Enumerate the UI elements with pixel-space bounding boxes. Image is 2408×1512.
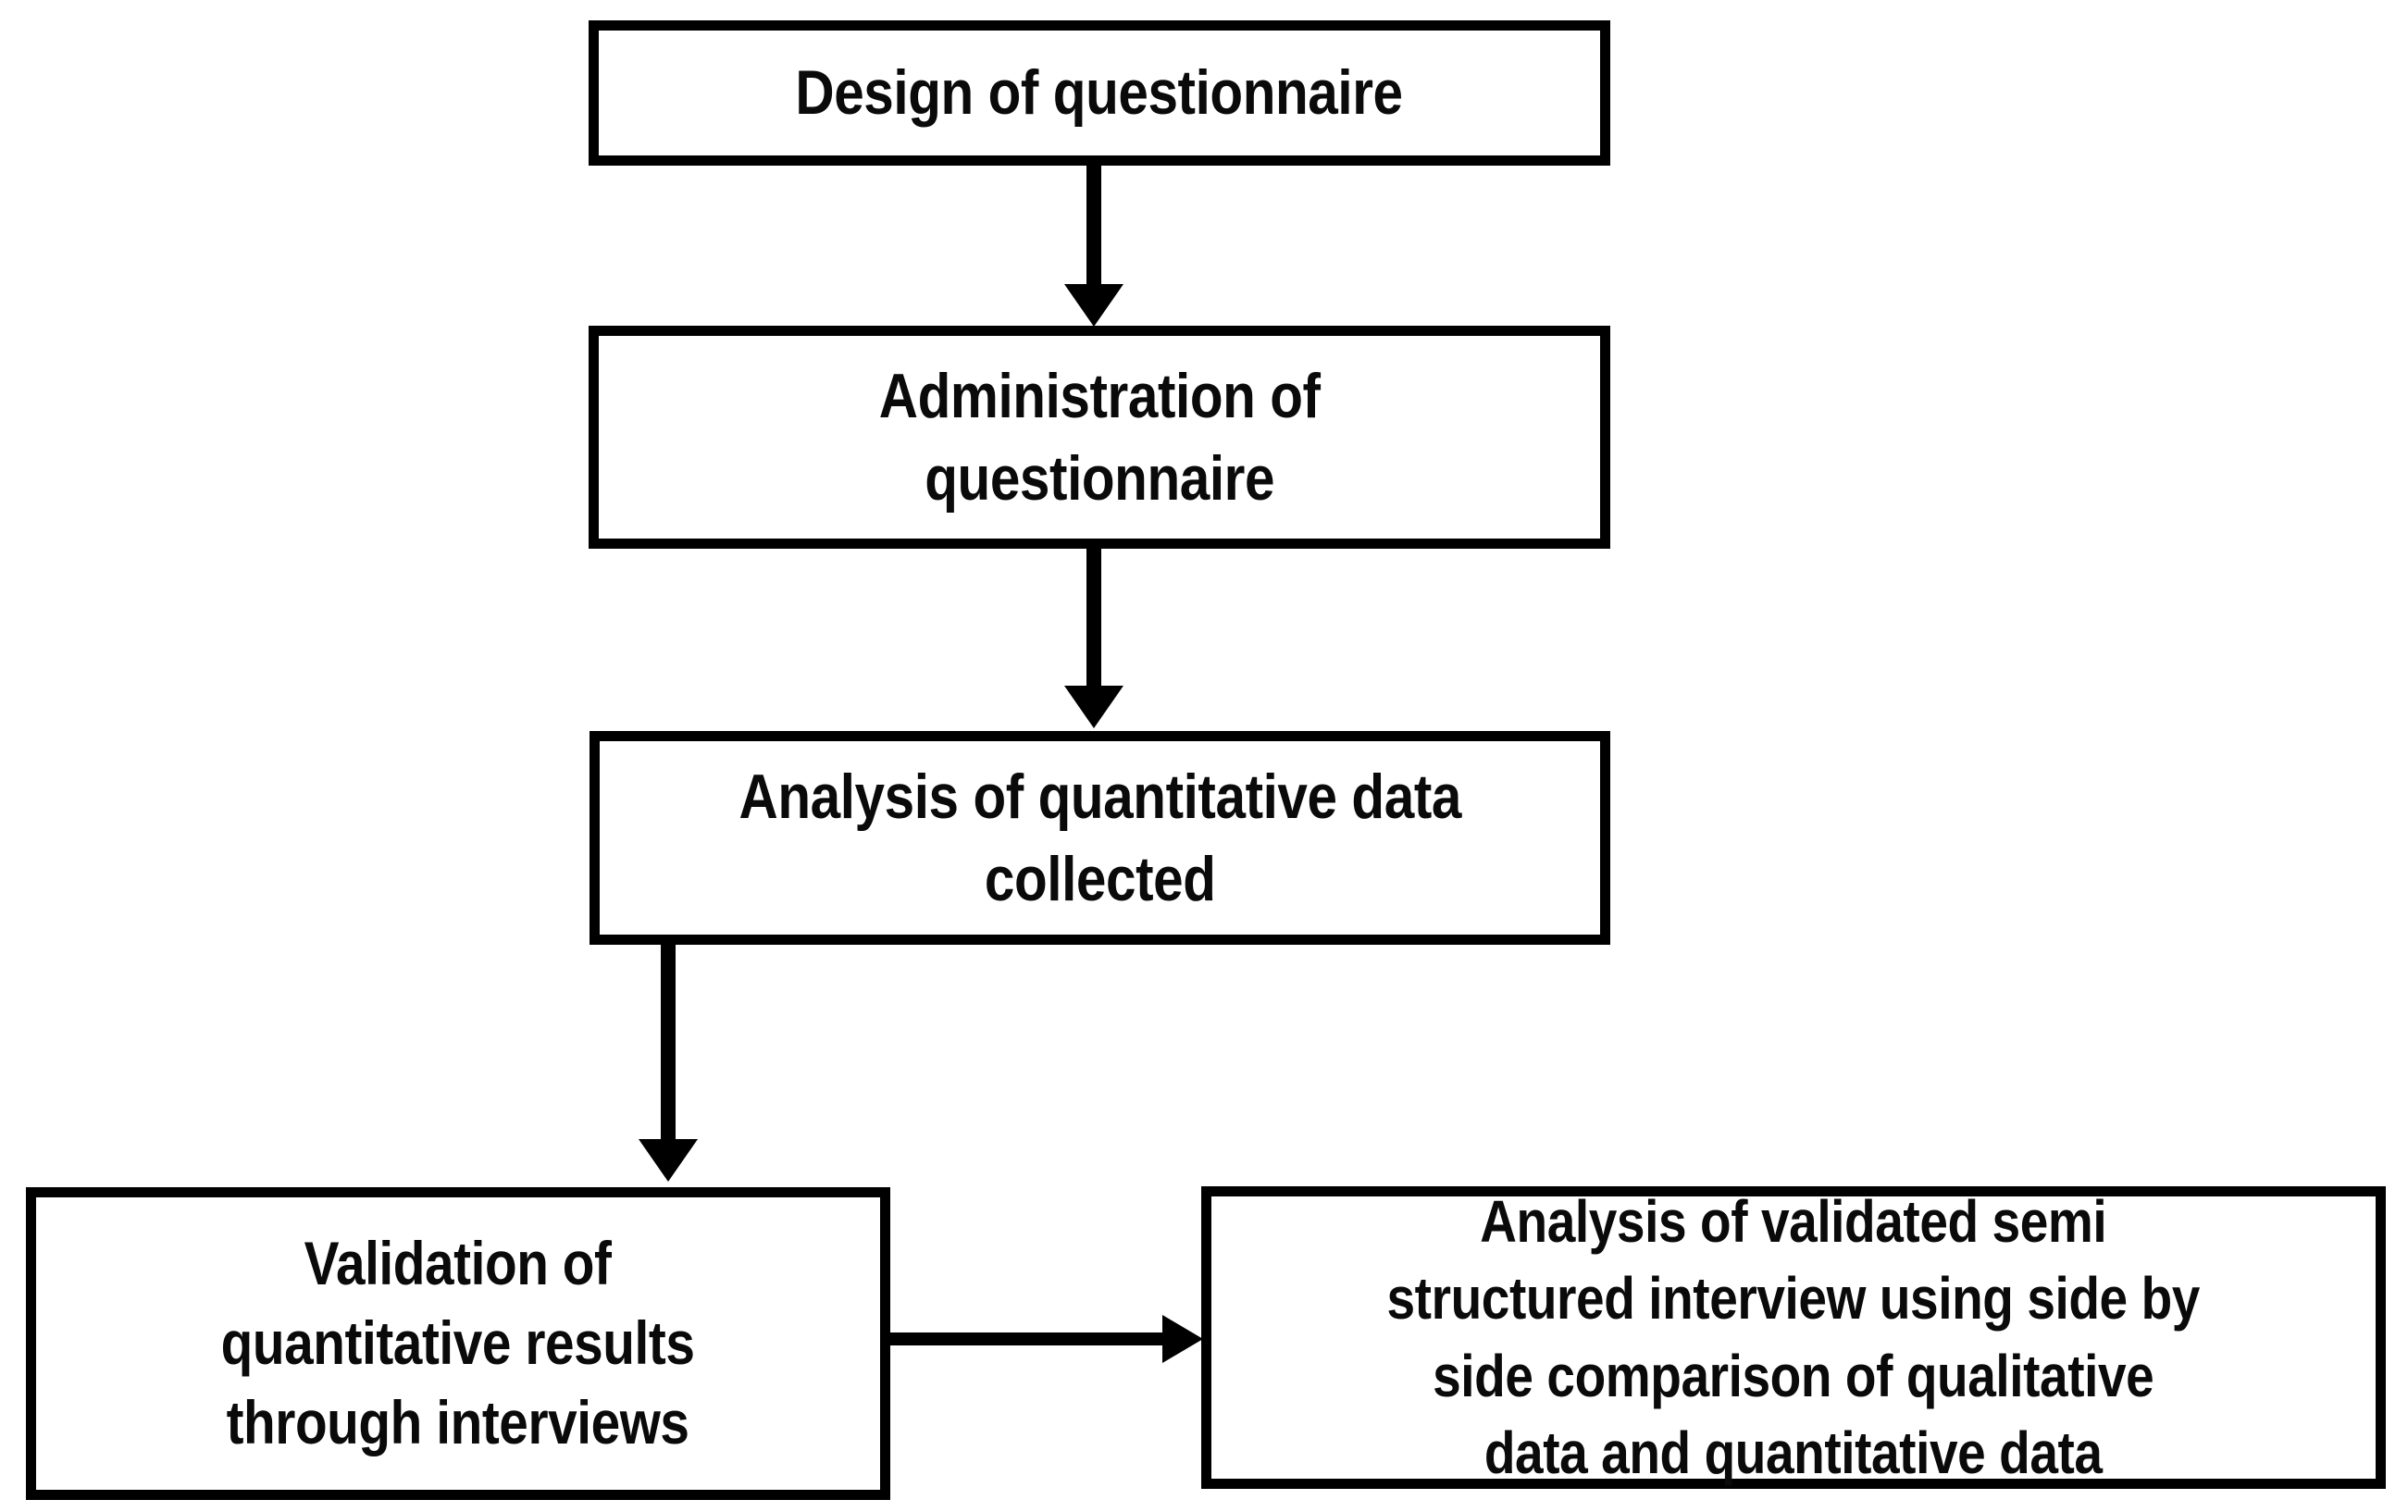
flowchart-node-analysis-of-validated-semi-structured-interview[interactable]: Analysis of validated semi structured in… (1201, 1186, 2386, 1489)
arrow-shaft-vertical (1086, 549, 1101, 691)
arrowhead-down-icon (1064, 686, 1123, 728)
node-label-analysis-semi-structured: Analysis of validated semi structured in… (1386, 1188, 2201, 1486)
arrow-shaft-horizontal (888, 1332, 1166, 1345)
flowchart-node-administration-of-questionnaire[interactable]: Administration of questionnaire (589, 326, 1610, 549)
arrow-shaft-vertical (661, 939, 676, 1145)
flowchart-node-design-of-questionnaire[interactable]: Design of questionnaire (589, 20, 1610, 166)
flowchart-node-validation-of-quantitative-results[interactable]: Validation of quantitative results throu… (26, 1187, 890, 1500)
arrow-shaft-vertical (1086, 166, 1101, 290)
node-label-validation: Validation of quantitative results throu… (221, 1229, 695, 1456)
arrowhead-down-icon (1064, 284, 1123, 327)
node-label-analysis-quantitative: Analysis of quantitative data collected (739, 762, 1461, 914)
arrowhead-down-icon (639, 1139, 698, 1182)
node-label-design: Design of questionnaire (795, 57, 1404, 129)
flowchart-node-analysis-of-quantitative-data[interactable]: Analysis of quantitative data collected (590, 731, 1610, 945)
arrowhead-right-icon (1162, 1315, 1203, 1363)
node-label-administration: Administration of questionnaire (878, 361, 1321, 514)
